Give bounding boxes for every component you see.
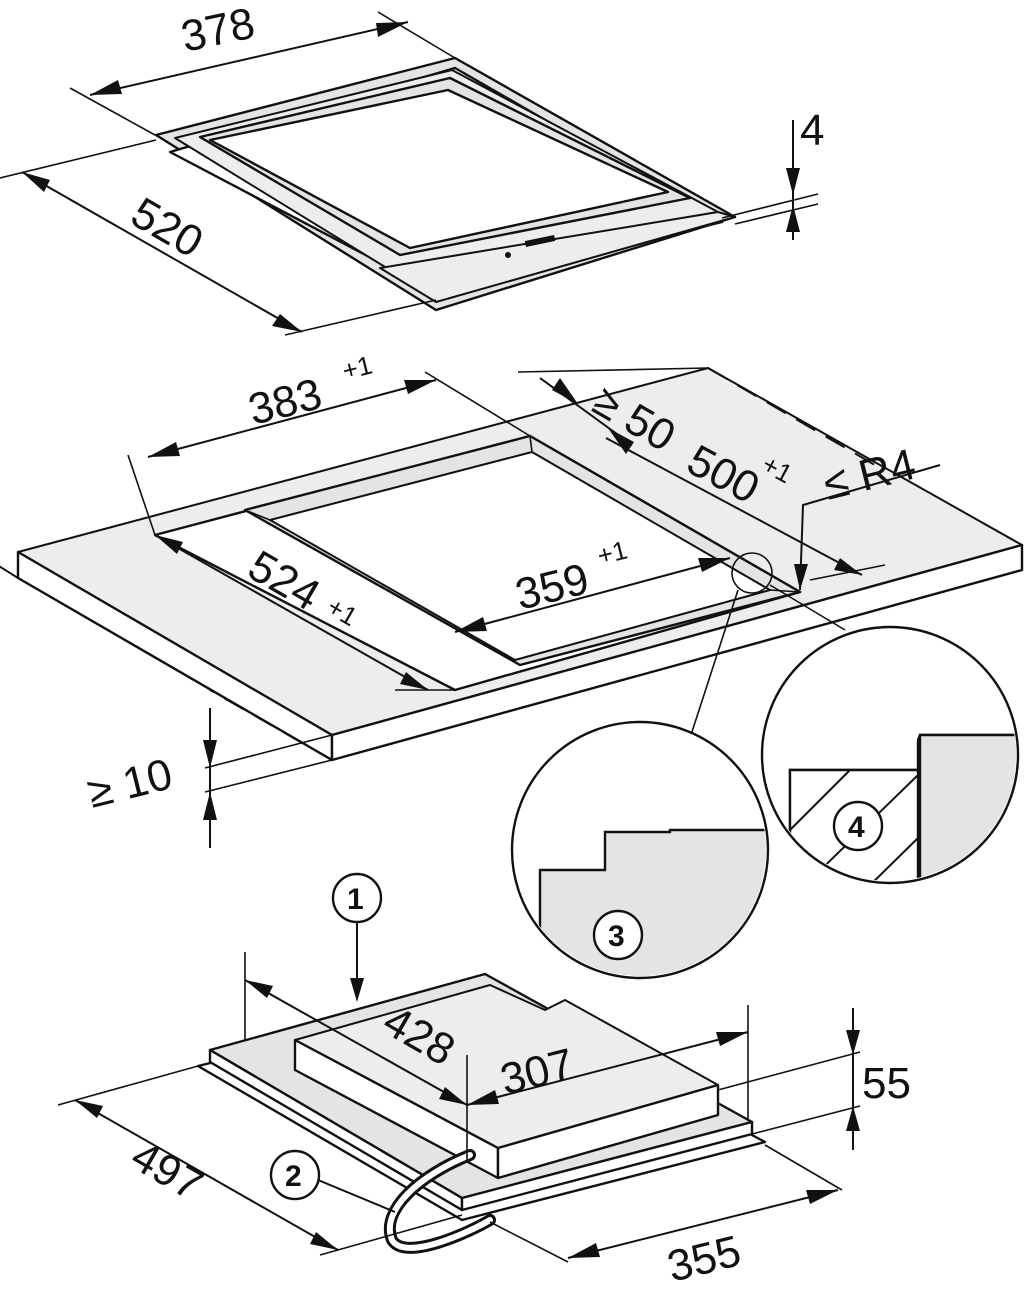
callout-2-group: 2 (269, 1149, 396, 1213)
callout-1-group: 1 (331, 872, 383, 1002)
appliance-underside (196, 972, 767, 1254)
callout-2: 2 (285, 1160, 302, 1193)
appliance-top-view (154, 56, 737, 312)
detail-marker (731, 552, 773, 594)
label-55: 55 (862, 1059, 911, 1108)
label-497: 497 (123, 1131, 211, 1210)
worktop (0, 367, 1024, 762)
dim-appliance-thickness: 4 (721, 106, 824, 240)
callout-1: 1 (347, 883, 364, 916)
label-383-tol: +1 (339, 350, 375, 386)
label-355: 355 (663, 1226, 746, 1290)
label-520: 520 (123, 188, 211, 267)
label-4: 4 (800, 106, 824, 155)
callout-3: 3 (608, 920, 625, 953)
label-worktop-thickness: ≥ 10 (83, 750, 178, 818)
dim-underside-height: 55 (717, 1008, 911, 1150)
callout-4: 4 (848, 811, 865, 844)
label-383: 383 (244, 369, 327, 434)
detail-3: 3 (510, 720, 770, 980)
label-359-tol: +1 (594, 535, 630, 571)
detail-4: 4 (760, 625, 1020, 885)
label-378: 378 (177, 0, 259, 62)
